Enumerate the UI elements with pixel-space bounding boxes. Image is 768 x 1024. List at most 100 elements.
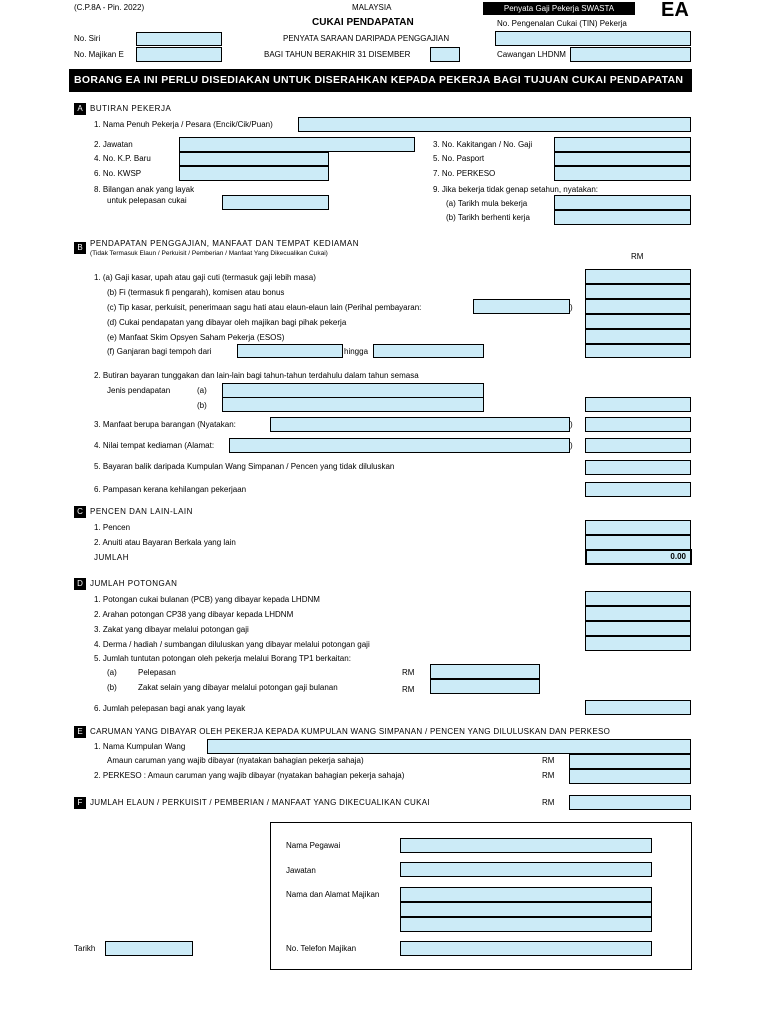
d-5b-label: Zakat selain yang dibayar melalui potong… — [138, 683, 338, 692]
d-3-label: 3. Zakat yang dibayar melalui potongan g… — [94, 625, 249, 634]
d-6-label: 6. Jumlah pelepasan bagi anak yang layak — [94, 704, 246, 713]
d-2-label: 2. Arahan potongan CP38 yang dibayar kep… — [94, 610, 294, 619]
b-1c-description[interactable] — [473, 299, 570, 314]
cawangan-field[interactable] — [570, 47, 691, 62]
b-1f-to-field[interactable] — [373, 344, 484, 358]
d-5a-rm: RM — [402, 668, 415, 677]
a-f8-label: 8. Bilangan anak yang layak — [94, 185, 195, 194]
b-1f-amount[interactable] — [585, 344, 691, 358]
f-amount[interactable] — [569, 795, 691, 810]
a-f4-label: 4. No. K.P. Baru — [94, 154, 151, 163]
b-1a-amount[interactable] — [585, 269, 691, 284]
form-subtitle: PENYATA SARAAN DARIPADA PENGGAJIAN — [283, 34, 450, 43]
c-2-label: 2. Anuiti atau Bayaran Berkala yang lain — [94, 538, 236, 547]
a-f9a-label: (a) Tarikh mula bekerja — [446, 199, 528, 208]
b-1c-amount[interactable] — [585, 299, 691, 314]
a-f8-label-2: untuk pelepasan cukai — [107, 196, 187, 205]
d-4-amount[interactable] — [585, 636, 691, 651]
b-2a-field[interactable] — [222, 383, 484, 398]
section-d-letter: D — [74, 578, 86, 590]
a-f5-field[interactable] — [554, 152, 691, 166]
d-3-amount[interactable] — [585, 621, 691, 636]
d-5a-amount[interactable] — [430, 664, 540, 679]
d-5b-marker: (b) — [107, 683, 117, 692]
e-1-amount[interactable] — [569, 754, 691, 769]
section-b-rm: RM — [631, 252, 644, 261]
b-3-amount[interactable] — [585, 417, 691, 432]
a-f3-field[interactable] — [554, 137, 691, 152]
d-5-label: 5. Jumlah tuntutan potongan oleh pekerja… — [94, 654, 351, 663]
form-type-badge: Penyata Gaji Pekerja SWASTA — [483, 2, 635, 15]
b-4-address[interactable] — [229, 438, 570, 453]
e-2-rm: RM — [542, 771, 555, 780]
telefon-field[interactable] — [400, 941, 652, 956]
e-1-label: 1. Nama Kumpulan Wang — [94, 742, 186, 751]
d-5b-amount[interactable] — [430, 679, 540, 694]
a-f1-field[interactable] — [298, 117, 691, 132]
b-1e-amount[interactable] — [585, 329, 691, 344]
b-4-close: ) — [570, 441, 573, 450]
b-1d-amount[interactable] — [585, 314, 691, 329]
no-majikan-field[interactable] — [136, 47, 222, 62]
form-code: (C.P.8A - Pin. 2022) — [74, 3, 145, 12]
b-3-description[interactable] — [270, 417, 570, 432]
c-2-amount[interactable] — [585, 535, 691, 550]
year-field[interactable] — [430, 47, 460, 62]
section-a-title: BUTIRAN PEKERJA — [90, 104, 172, 113]
majikan-address-line-1[interactable] — [400, 887, 652, 902]
a-f4-field[interactable] — [179, 152, 329, 166]
section-f-title: JUMLAH ELAUN / PERKUISIT / PEMBERIAN / M… — [90, 798, 430, 807]
section-b-note: (Tidak Termasuk Elaun / Perkuisit / Pemb… — [90, 250, 328, 257]
b-1b-amount[interactable] — [585, 284, 691, 299]
a-f8-field[interactable] — [222, 195, 329, 210]
e-1-rm: RM — [542, 756, 555, 765]
a-f9b-label: (b) Tarikh berhenti kerja — [446, 213, 530, 222]
b-2a-label: (a) — [197, 386, 207, 395]
section-e-letter: E — [74, 726, 86, 738]
b-2-amount[interactable] — [585, 397, 691, 412]
d-5a-marker: (a) — [107, 668, 117, 677]
majikan-address-line-2[interactable] — [400, 902, 652, 917]
a-f1-label: 1. Nama Penuh Pekerja / Pesara (Encik/Ci… — [94, 120, 273, 129]
tarikh-field[interactable] — [105, 941, 193, 956]
b-6-amount[interactable] — [585, 482, 691, 497]
e-1-fund-name[interactable] — [207, 739, 691, 754]
jawatan-field[interactable] — [400, 862, 652, 877]
d-6-amount[interactable] — [585, 700, 691, 715]
form-name: EA — [661, 0, 689, 21]
a-f5-label: 5. No. Pasport — [433, 154, 485, 163]
a-f2-field[interactable] — [179, 137, 415, 152]
section-b-letter: B — [74, 242, 86, 254]
year-label: BAGI TAHUN BERAKHIR 31 DISEMBER — [264, 50, 411, 59]
nama-pegawai-field[interactable] — [400, 838, 652, 853]
b-2b-label: (b) — [197, 401, 207, 410]
b-4-amount[interactable] — [585, 438, 691, 453]
b-1f-label: (f) Ganjaran bagi tempoh dari — [107, 347, 212, 356]
d-1-amount[interactable] — [585, 591, 691, 606]
a-f7-field[interactable] — [554, 166, 691, 181]
b-1c-close: ) — [570, 303, 573, 312]
a-f9a-field[interactable] — [554, 195, 691, 210]
cawangan-label: Cawangan LHDNM — [497, 50, 566, 59]
no-siri-field[interactable] — [136, 32, 222, 46]
d-5a-label: Pelepasan — [138, 668, 176, 677]
b-2b-field[interactable] — [222, 397, 484, 412]
b-6-label: 6. Pampasan kerana kehilangan pekerjaan — [94, 485, 247, 494]
a-f9b-field[interactable] — [554, 210, 691, 225]
b-2-label: 2. Butiran bayaran tunggakan dan lain-la… — [94, 371, 419, 380]
section-e-title: CARUMAN YANG DIBAYAR OLEH PEKERJA KEPADA… — [90, 727, 611, 736]
b-5-label: 5. Bayaran balik daripada Kumpulan Wang … — [94, 462, 395, 471]
f-rm: RM — [542, 798, 555, 807]
b-1f-from-field[interactable] — [237, 344, 343, 358]
no-siri-label: No. Siri — [74, 34, 101, 43]
banner: BORANG EA INI PERLU DISEDIAKAN UNTUK DIS… — [69, 69, 692, 92]
b-1c-label: (c) Tip kasar, perkuisit, penerimaan sag… — [107, 303, 422, 312]
d-2-amount[interactable] — [585, 606, 691, 621]
a-f6-field[interactable] — [179, 166, 329, 181]
tin-field[interactable] — [495, 31, 691, 46]
b-3-label: 3. Manfaat berupa barangan (Nyatakan: — [94, 420, 236, 429]
e-2-amount[interactable] — [569, 769, 691, 784]
majikan-address-line-3[interactable] — [400, 917, 652, 932]
b-5-amount[interactable] — [585, 460, 691, 475]
c-1-amount[interactable] — [585, 520, 691, 535]
